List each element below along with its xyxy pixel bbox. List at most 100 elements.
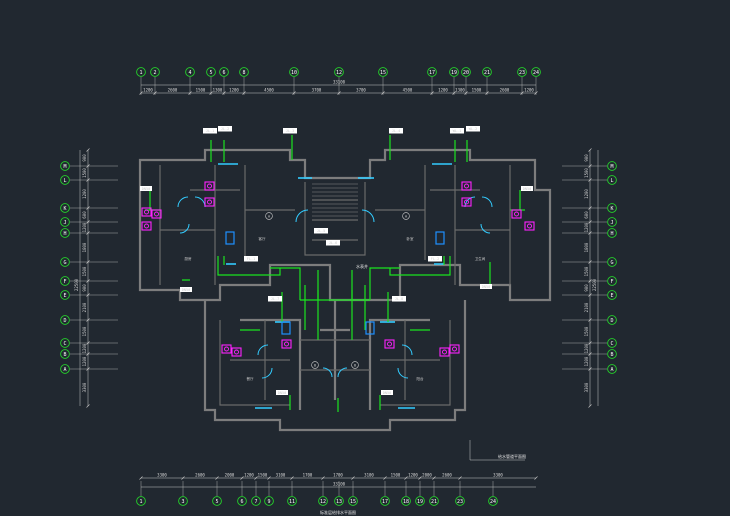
- water-pipe[interactable]: [240, 292, 430, 331]
- top-axis-bubble[interactable]: 19: [449, 67, 459, 77]
- plumbing-fixture-icon[interactable]: [141, 207, 152, 217]
- water-heater-icon[interactable]: [281, 321, 291, 335]
- right-axis-bubble[interactable]: B: [607, 349, 617, 359]
- right-axis-bubble[interactable]: L: [607, 175, 617, 185]
- plumbing-fixture-icon[interactable]: [524, 221, 535, 231]
- plumbing-fixture-icon[interactable]: [449, 344, 460, 354]
- water-heater-icon[interactable]: [435, 231, 445, 245]
- plumbing-fixture-icon[interactable]: [231, 347, 242, 357]
- left-axis-bubble[interactable]: E: [60, 290, 70, 300]
- bottom-axis-bubble[interactable]: 24: [488, 496, 498, 506]
- bottom-axis-bubble[interactable]: 6: [237, 496, 247, 506]
- plumbing-fixture-icon[interactable]: [141, 221, 152, 231]
- left-axis-bubble[interactable]: K: [60, 203, 70, 213]
- plumbing-fixture-icon[interactable]: [384, 339, 395, 349]
- plumbing-fixture-icon[interactable]: [461, 197, 472, 207]
- right-axis-bubble[interactable]: D: [607, 315, 617, 325]
- bottom-axis-bubble[interactable]: 7: [251, 496, 261, 506]
- plumbing-fixture-icon[interactable]: [204, 181, 215, 191]
- water-pipe[interactable]: [389, 256, 451, 276]
- right-axis-bubble[interactable]: K: [607, 203, 617, 213]
- plumbing-fixture-icon[interactable]: [151, 209, 162, 219]
- bottom-axis-bubble[interactable]: 19: [415, 496, 425, 506]
- top-axis-bubble[interactable]: 10: [289, 67, 299, 77]
- water-pipe[interactable]: [270, 267, 400, 300]
- top-axis-bubble[interactable]: 15: [378, 67, 388, 77]
- left-axis-bubble[interactable]: M: [60, 161, 70, 171]
- left-axis-bubble[interactable]: G: [60, 257, 70, 267]
- bottom-axis-bubble[interactable]: 23: [455, 496, 465, 506]
- right-axis-bubble[interactable]: H: [607, 228, 617, 238]
- plumbing-fixture-icon[interactable]: [221, 344, 232, 354]
- water-pipe[interactable]: [289, 395, 381, 412]
- left-axis-bubble[interactable]: B: [60, 349, 70, 359]
- plumbing-fixture-icon[interactable]: [204, 197, 215, 207]
- right-axis-bubble[interactable]: J: [607, 217, 617, 227]
- top-axis-bubble[interactable]: 24: [531, 67, 541, 77]
- right-axis-bubble[interactable]: F: [607, 276, 617, 286]
- left-axis-bubble[interactable]: F: [60, 276, 70, 286]
- left-axis-bubble[interactable]: D: [60, 315, 70, 325]
- top-axis-bubble[interactable]: 1: [136, 67, 146, 77]
- bottom-axis-bubble[interactable]: 21: [429, 496, 439, 506]
- bottom-axis-bubble[interactable]: 15: [348, 496, 358, 506]
- bottom-axis-bubble[interactable]: 11: [287, 496, 297, 506]
- dimension-value: 1700: [303, 473, 313, 478]
- water-pipe[interactable]: [217, 256, 281, 276]
- left-axis-bubble[interactable]: C: [60, 338, 70, 348]
- axis-bubble-circle: [607, 338, 617, 348]
- axis-label: 12: [320, 499, 326, 505]
- dimension-tick: [588, 206, 592, 210]
- top-axis-bubble[interactable]: 23: [517, 67, 527, 77]
- left-axis-bubble[interactable]: A: [60, 364, 70, 374]
- top-axis-bubble[interactable]: 17: [427, 67, 437, 77]
- axis-label: 23: [519, 70, 525, 76]
- dimension-value: 3300: [157, 473, 167, 478]
- bottom-axis-bubble[interactable]: 5: [212, 496, 222, 506]
- top-axis-bubble[interactable]: 20: [461, 67, 471, 77]
- water-pipe[interactable]: [182, 262, 491, 285]
- top-axis-bubble[interactable]: 8: [239, 67, 249, 77]
- plumbing-fixture-icon[interactable]: [511, 209, 522, 219]
- bottom-axis-bubble[interactable]: 17: [380, 496, 390, 506]
- left-axis-bubble[interactable]: L: [60, 175, 70, 185]
- water-pipe[interactable]: [300, 270, 370, 301]
- top-axis-bubble[interactable]: 6: [219, 67, 229, 77]
- right-axis-bubble[interactable]: G: [607, 257, 617, 267]
- bottom-axis-bubble[interactable]: 9: [264, 496, 274, 506]
- water-heater-icon[interactable]: [365, 321, 375, 335]
- dimension-tick: [292, 91, 296, 95]
- water-pipe[interactable]: [210, 135, 468, 162]
- dimension-tick: [209, 91, 213, 95]
- top-axis-bubble[interactable]: 21: [482, 67, 492, 77]
- plumbing-fixture-icon[interactable]: [281, 339, 292, 349]
- left-axis-bubble[interactable]: H: [60, 228, 70, 238]
- right-axis-bubble[interactable]: C: [607, 338, 617, 348]
- top-axis-bubble[interactable]: 12: [334, 67, 344, 77]
- axis-bubble-circle: [60, 364, 70, 374]
- top-axis-bubble[interactable]: 4: [185, 67, 195, 77]
- right-axis-bubble[interactable]: M: [607, 161, 617, 171]
- plumbing-fixture-icon[interactable]: [461, 181, 472, 191]
- top-axis-bubble[interactable]: 2: [150, 67, 160, 77]
- bottom-axis-bubble[interactable]: 3: [178, 496, 188, 506]
- plumbing-fixture-icon[interactable]: [439, 347, 450, 357]
- top-axis-bubble[interactable]: 5: [206, 67, 216, 77]
- axis-bubble-circle: [607, 290, 617, 300]
- bottom-axis-bubble[interactable]: 13: [334, 496, 344, 506]
- door-swings: [177, 196, 493, 379]
- water-heater-icon[interactable]: [225, 231, 235, 245]
- water-pipe[interactable]: [304, 285, 366, 340]
- left-axis-bubble[interactable]: J: [60, 217, 70, 227]
- dimension-value: 3100: [364, 473, 374, 478]
- bottom-axis-bubble[interactable]: 1: [136, 496, 146, 506]
- dimension-tick: [534, 476, 538, 480]
- drawing-note: 给水管道平面图: [498, 453, 526, 459]
- right-axis-bubble[interactable]: A: [607, 364, 617, 374]
- axis-bubble-circle: [607, 175, 617, 185]
- bottom-axis-bubble[interactable]: 12: [318, 496, 328, 506]
- right-axis-bubble[interactable]: E: [607, 290, 617, 300]
- bottom-axis-bubble[interactable]: 18: [401, 496, 411, 506]
